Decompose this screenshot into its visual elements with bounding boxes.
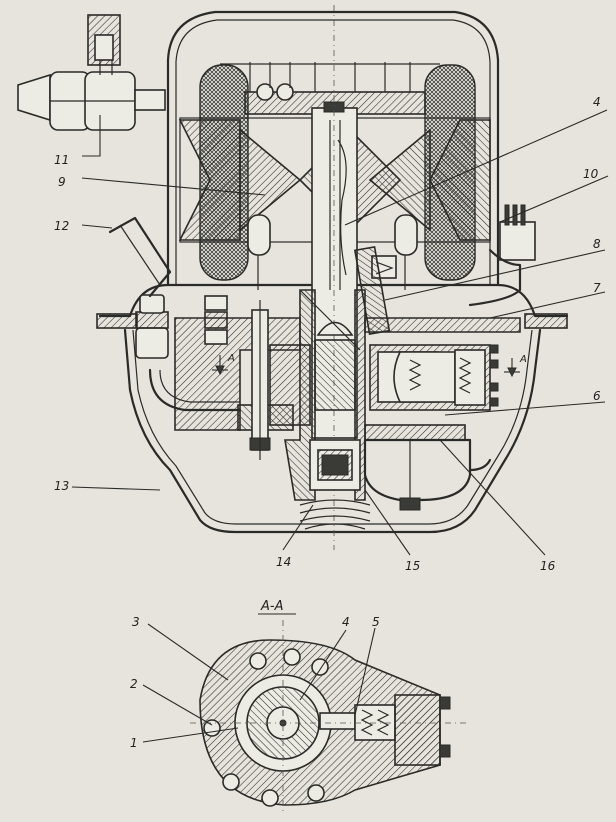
section-cut-marks	[212, 355, 520, 378]
inlet-fitting	[17, 14, 166, 131]
callout-9: 9	[58, 175, 66, 189]
callout-6: 6	[593, 389, 601, 403]
callout-1: 1	[130, 736, 138, 750]
section-mark-right: А	[519, 354, 527, 365]
leader-lines	[71, 109, 609, 556]
muffler-chamber	[363, 424, 492, 511]
callout-16: 16	[540, 559, 556, 573]
callout-11: 11	[54, 153, 69, 167]
section-view-aa	[190, 613, 470, 815]
callout-10: 10	[583, 167, 599, 181]
section-mark-left: А	[227, 353, 235, 364]
rotor-lower-feet	[247, 214, 418, 290]
oil-pump-valve	[299, 439, 371, 530]
callout-4-bottom: 4	[342, 615, 350, 629]
callout-12: 12	[54, 219, 69, 233]
callout-3: 3	[132, 615, 140, 629]
callout-15: 15	[405, 559, 420, 573]
cylinder-assembly	[369, 344, 499, 411]
callout-14: 14	[276, 555, 291, 569]
mounting-bolt	[204, 295, 271, 460]
relay-contacts	[353, 245, 397, 336]
eccentric	[299, 289, 361, 411]
callout-8: 8	[593, 237, 601, 251]
callout-13: 13	[54, 479, 69, 493]
section-leader-lines	[142, 623, 376, 743]
discharge-tube	[135, 294, 242, 412]
callout-2: 2	[130, 677, 138, 691]
rotor-windings	[220, 62, 440, 115]
terminal-block	[468, 204, 536, 307]
callout-7: 7	[593, 281, 601, 295]
callout-4-top: 4	[593, 95, 601, 109]
suction-tube	[108, 216, 172, 298]
section-title: А-А	[260, 599, 283, 614]
callout-5: 5	[372, 615, 380, 629]
